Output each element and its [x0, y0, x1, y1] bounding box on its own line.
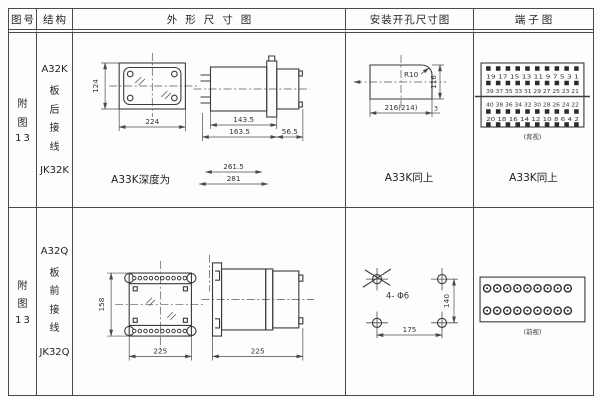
front-height-dim: 124 [91, 79, 100, 93]
terminal-same-as-note: A33K同上 [509, 172, 558, 184]
mounting-holes-drawing: 4- Φ6 140 175 [362, 267, 458, 339]
terminal-numbers-1: 19 17 15 13 11 9 7 5 3 1 [486, 75, 579, 81]
outline-drawing-a32k: 124 224 143.5 [91, 53, 310, 186]
depth-dim-outer: 281 [227, 174, 241, 183]
spec-table: 图号 结构 外形尺寸图 安装开孔尺寸图 端子图 附图 13 A32K 板后接线 … [8, 8, 594, 396]
terminal-numbers-3: 40 38 36 34 32 30 28 26 24 22 [486, 103, 579, 109]
cell-outline-row1: 124 224 143.5 [73, 33, 346, 208]
mounting-same-as-note: A33K同上 [385, 172, 433, 184]
depth-note-label: A33K深度为 [111, 173, 170, 186]
side-view: 225 [201, 254, 314, 361]
outline-drawing-a32q: 158 225 225 [97, 254, 314, 361]
cell-structure-row2: A32Q 板前接线 JK32Q [37, 208, 73, 395]
model-label: A32Q [40, 245, 69, 257]
fig-number: 13 [15, 133, 32, 144]
fig-label: 附图 [17, 99, 28, 129]
hatch-marks [134, 76, 172, 100]
terminal-diagram-front-view: (前视) [479, 276, 586, 336]
depth-note: A33K深度为 261.5 281 [111, 162, 269, 186]
side-dim-outer: 163.5 [229, 127, 250, 136]
front-width-dim: 225 [153, 346, 167, 355]
wiring-label: 板前接线 [49, 267, 60, 335]
cell-outline-row2: 158 225 225 [73, 208, 346, 395]
terminal-block: 19 17 15 13 11 9 7 5 3 1 39 37 35 33 31 … [475, 62, 590, 141]
front-height-dim: 158 [97, 297, 106, 311]
header-mounting-dims: 安装开孔尺寸图 [346, 9, 474, 33]
cell-mounting-row2: 4- Φ6 140 175 [346, 208, 474, 395]
header-structure: 结构 [37, 9, 73, 33]
fig-label: 附图 [17, 280, 28, 311]
terminal-strip: (前视) [479, 276, 586, 336]
header-terminal-diagram: 端子图 [474, 9, 593, 33]
cell-mounting-row1: R10 116 216(214) 3 A33K同上 [346, 33, 474, 208]
model-label: A32K [41, 64, 68, 75]
terminal-numbers-2: 39 37 35 33 31 29 27 25 23 21 [486, 89, 579, 95]
cell-fig-no-row2: 附图 13 [9, 208, 37, 395]
holes-label: 4- Φ6 [386, 291, 409, 301]
view-caption: (背视) [524, 132, 542, 141]
terminal-numbers-4: 20 18 16 14 12 10 8 6 4 2 [486, 117, 579, 123]
hole-leader-slashes [362, 268, 392, 288]
mounting-cutout-drawing: R10 116 216(214) 3 A33K同上 [353, 55, 446, 184]
header-fig-no: 图号 [9, 9, 37, 33]
cutout-height-dim: 116 [429, 75, 438, 89]
wiring-label: 板后接线 [49, 86, 60, 153]
depth-dim-inner: 261.5 [223, 162, 244, 171]
holes-height-dim: 140 [442, 294, 451, 308]
side-dim-rear: 56.5 [282, 127, 298, 136]
side-dim-inner: 143.5 [233, 115, 254, 124]
view-caption: (前视) [524, 327, 542, 336]
hatch-marks [146, 297, 177, 321]
side-width-dim: 225 [251, 346, 265, 355]
side-view: 143.5 163.5 56.5 [193, 55, 310, 141]
cell-terminal-row1: 19 17 15 13 11 9 7 5 3 1 39 37 35 33 31 … [474, 33, 593, 208]
terminal-pins [200, 74, 211, 104]
cell-fig-no-row1: 附图 13 [9, 33, 37, 208]
alt-model-label: JK32Q [39, 346, 70, 358]
front-view: 124 224 [91, 53, 198, 131]
holes-width-dim: 175 [403, 325, 417, 334]
edge-gap-dim: 3 [434, 105, 438, 113]
cutout-width-dim: 216(214) [384, 103, 417, 112]
header-outline-dims: 外形尺寸图 [73, 9, 346, 33]
corner-radius-label: R10 [404, 70, 419, 79]
cell-structure-row1: A32K 板后接线 JK32K [37, 33, 73, 208]
cutout-view: R10 116 216(214) 3 [353, 55, 446, 117]
front-width-dim: 224 [145, 117, 159, 126]
drill-holes: 4- Φ6 140 175 [362, 267, 458, 339]
cell-terminal-row2: (前视) [474, 208, 593, 395]
front-view: 158 225 [97, 260, 206, 361]
terminal-diagram-back-view: 19 17 15 13 11 9 7 5 3 1 39 37 35 33 31 … [475, 62, 590, 184]
fig-number: 13 [15, 314, 32, 326]
alt-model-label: JK32K [40, 165, 69, 176]
